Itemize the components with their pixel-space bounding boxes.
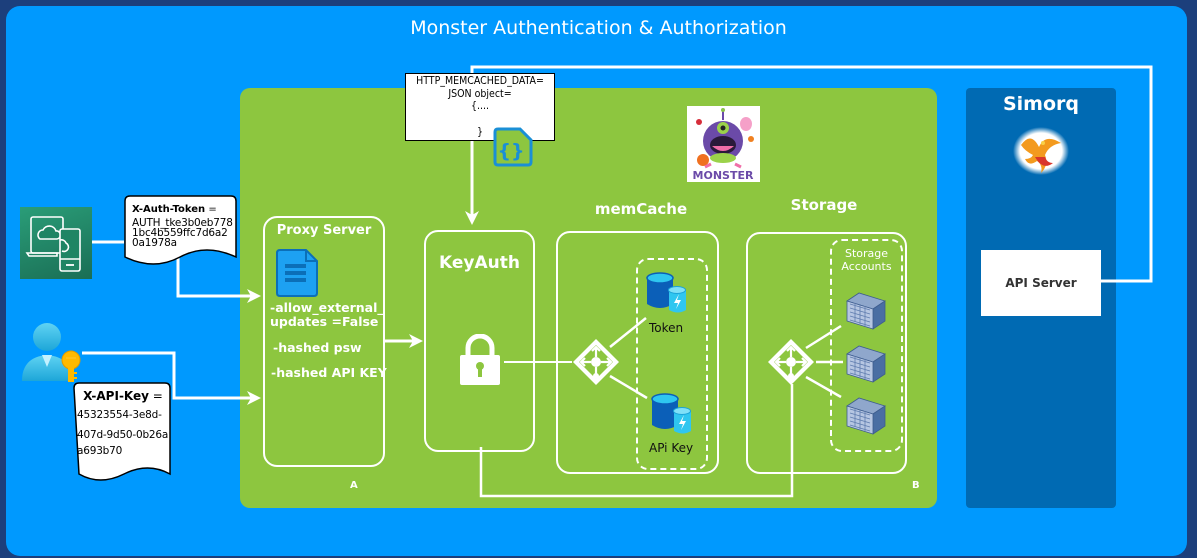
memcached-line: HTTP_MEMCACHED_DATA= (416, 75, 544, 87)
memcache-item-label: Token (649, 321, 684, 335)
monster-logo-text: MONSTER (693, 169, 754, 182)
memcached-line: {.... (470, 100, 489, 112)
proxy-server-box (263, 216, 385, 467)
storage-title: Storage (790, 196, 858, 214)
storage-block-icon (845, 289, 887, 331)
connector-storage-to-block-3 (805, 375, 842, 399)
keyauth-box (424, 230, 535, 452)
proxy-server-title: Proxy Server (276, 223, 372, 238)
storage-accounts-label-line: Storage (844, 247, 889, 260)
memcached-line: JSON object= (448, 87, 512, 100)
connector-keyauth-to-storage (479, 384, 794, 498)
storage-block-icon (845, 394, 887, 436)
diagram-title: Monster Authentication & Authorization (410, 17, 787, 39)
connector-token-to-proxy (176, 255, 261, 303)
proxy-setting: updates =False (270, 314, 379, 329)
simorq-title: Simorq (1002, 93, 1080, 115)
monster-logo-icon: MONSTER (687, 106, 760, 182)
cache-database-icon (650, 393, 692, 435)
auth-token-value-line: AUTH_tke3b0eb778 (132, 217, 233, 229)
memcache-box (556, 231, 719, 474)
user-key-icon (20, 322, 82, 384)
load-balancer-icon (571, 337, 621, 389)
memcached-data-note: HTTP_MEMCACHED_DATA= JSON object= {.... … (405, 73, 555, 141)
api-key-label: X-API-Key (83, 389, 149, 403)
api-key-value-line: 45323554-3e8d- (77, 409, 162, 421)
api-server-box: API Server (981, 250, 1101, 316)
api-key-equals: = (148, 389, 163, 403)
connector-router-to-token (609, 317, 647, 348)
api-server-label: API Server (1005, 276, 1077, 290)
connector-storage-to-block-1 (805, 324, 842, 350)
auth-token-value-line: 0a1978a (132, 237, 177, 249)
proxy-setting: -hashed API KEY (271, 365, 387, 380)
storage-accounts-label-line: Accounts (841, 260, 892, 273)
auth-token-note: X-Auth-Token = AUTH_tke3b0eb778 1bc4b559… (124, 195, 237, 267)
connector-router-to-apikey (609, 374, 648, 400)
cache-database-icon (645, 272, 687, 314)
svg-text:{}: {} (497, 140, 524, 162)
api-key-value-line: 407d-9d50-0b26a (77, 429, 169, 441)
storage-block-icon (845, 342, 887, 384)
storage-accounts-label: Storage Accounts (832, 247, 901, 273)
auth-token-equals: = (205, 204, 217, 215)
memcache-item-label: APi Key (649, 441, 694, 455)
proxy-setting: -allow_external_ (270, 300, 384, 315)
memcached-line: } (476, 125, 483, 138)
document-icon (274, 248, 320, 298)
zone-b-label: B (912, 480, 920, 491)
monster-zone (240, 88, 937, 508)
connector-user-to-proxy (82, 351, 261, 405)
memcache-title: memCache (594, 200, 688, 218)
cloud-devices-icon (20, 207, 92, 279)
load-balancer-icon (766, 337, 816, 389)
lock-icon (459, 334, 501, 386)
api-key-note: X-API-Key = 45323554-3e8d- 407d-9d50-0b2… (73, 382, 171, 486)
json-file-icon: {} (492, 127, 534, 167)
api-key-value-line: a693b70 (77, 445, 123, 457)
phoenix-logo-icon (1013, 127, 1069, 175)
storage-box (746, 232, 907, 474)
auth-token-value-line: 1bc4b559ffc7d6a2 (132, 227, 228, 239)
memcached-line (406, 113, 554, 126)
keyauth-title: KeyAuth (439, 253, 520, 273)
memcache-items-group (636, 258, 708, 470)
proxy-setting: -hashed psw (273, 340, 362, 355)
zone-a-label: A (350, 480, 358, 491)
storage-accounts-group (830, 239, 903, 452)
auth-token-label: X-Auth-Token (132, 204, 206, 215)
